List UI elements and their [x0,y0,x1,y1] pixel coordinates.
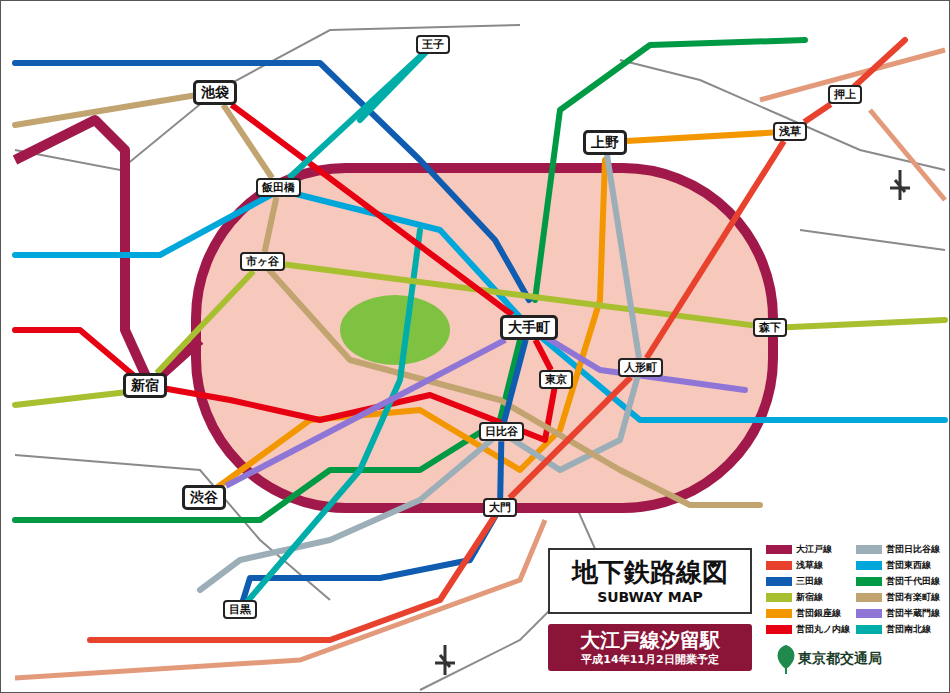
subway-line-segment [535,340,551,370]
legend-text: 大江戸線 [796,543,832,556]
node-heading: 王子 [422,38,444,51]
legend-swatch [766,545,792,554]
node-heading: 上野 [591,134,619,151]
legend-row: 営団半蔵門線 [856,606,940,620]
node-heading: 地下鉄路線図 [554,556,746,589]
node-heading: 押上 [834,88,856,101]
legend-swatch [766,593,792,602]
node-heading: 大手町 [508,319,550,336]
station-label: 押上 [828,85,862,104]
legend-row: 営団銀座線 [766,606,841,620]
subway-line-segment [504,340,526,422]
subway-line-segment [157,271,254,373]
legend-swatch [766,609,792,618]
legend-text: 営団半蔵門線 [886,607,940,620]
legend-text: 営団日比谷線 [886,543,940,556]
node-heading: 大門 [489,501,511,514]
legend-text: 浅草線 [796,559,823,572]
legend-row: 新宿線 [766,590,823,604]
station-label: 飯田橋 [256,178,301,197]
legend-row: 営団千代田線 [856,574,940,588]
station-label: 日比谷 [479,422,524,441]
subway-line-segment [804,104,830,122]
legend-swatch [856,545,882,554]
legend-row: 大江戸線 [766,542,832,556]
legend-row: 営団南北線 [856,622,931,636]
legend-swatch [856,625,882,634]
subway-line-segment [232,105,513,315]
legend-text: 営団銀座線 [796,607,841,620]
legend-swatch [856,593,882,602]
node-heading: 日比谷 [485,425,518,438]
legend-swatch [766,625,792,634]
subway-line-segment [265,197,277,252]
node-heading: 市ヶ谷 [246,255,279,268]
node-heading: 飯田橋 [262,181,295,194]
legend-swatch [766,577,792,586]
station-label: 東京 [539,370,573,389]
legend-row: 浅草線 [766,558,823,572]
legend-row: 営団有楽町線 [856,590,940,604]
opening-banner: 大江戸線汐留駅平成14年11月2日開業予定 [548,624,752,671]
legend-swatch [856,561,882,570]
station-label: 森下 [753,318,787,337]
legend-text: 三田線 [796,575,823,588]
legend-row: 三田線 [766,574,823,588]
station-label: 市ヶ谷 [240,252,285,271]
station-label: 王子 [416,35,450,54]
node-heading: 池袋 [201,84,229,101]
legend-swatch [856,577,882,586]
legend-swatch [766,561,792,570]
station-label: 目黒 [223,600,257,619]
legend-row: 営団丸ノ内線 [766,622,850,636]
subway-line-segment [647,141,784,358]
node-subtext: SUBWAY MAP [554,589,746,607]
legend-text: 営団有楽町線 [886,591,940,604]
subway-line-segment [226,340,505,486]
station-label: 人形町 [618,358,663,377]
node-heading: 浅草 [779,125,801,138]
node-heading: 新宿 [131,377,159,394]
subway-line-segment [607,155,639,358]
node-heading: 大江戸線汐留駅 [552,628,748,653]
legend-row: 営団東西線 [856,558,931,572]
node-heading: 渋谷 [190,489,218,506]
subway-line-segment [627,133,773,142]
node-heading: 東京 [545,373,567,386]
station-label: 渋谷 [182,485,226,510]
legend-text: 新宿線 [796,591,823,604]
node-subtext: 平成14年11月2日開業予定 [552,653,748,667]
station-label: 池袋 [193,80,237,105]
station-label: 浅草 [773,122,807,141]
station-label: 大門 [483,498,517,517]
legend-swatch [856,609,882,618]
node-heading: 目黒 [229,603,251,616]
subway-line-segment [500,441,501,498]
node-heading: 人形町 [624,361,657,374]
legend-text: 営団南北線 [886,623,931,636]
station-label: 上野 [583,130,627,155]
subway-line-segment [510,377,631,498]
legend-text: 営団丸ノ内線 [796,623,850,636]
station-label: 大手町 [500,315,558,340]
station-label: 新宿 [123,373,167,398]
node-heading: 森下 [759,321,781,334]
subway-line-segment [289,54,423,178]
legend-text: 営団東西線 [886,559,931,572]
title-box: 地下鉄路線図SUBWAY MAP [548,548,752,614]
legend-text: 営団千代田線 [886,575,940,588]
bureau-name: 東京都交通局 [798,650,882,668]
legend-row: 営団日比谷線 [856,542,940,556]
